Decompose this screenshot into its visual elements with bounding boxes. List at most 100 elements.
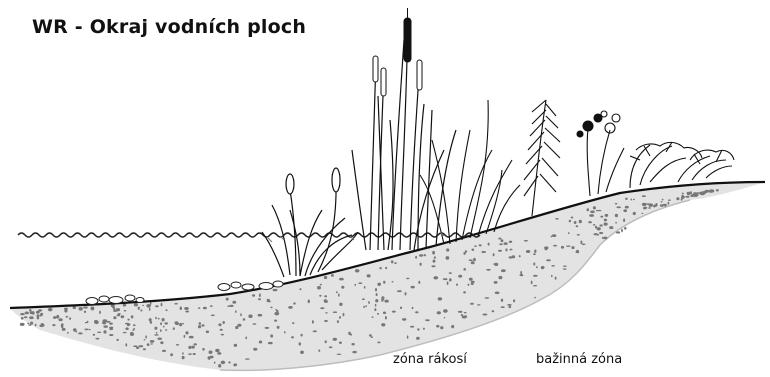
gravel-dot — [710, 191, 714, 193]
gravel-dot — [338, 294, 340, 297]
gravel-dot — [526, 250, 530, 253]
soil-body — [10, 182, 765, 370]
gravel-dot — [218, 323, 221, 326]
gravel-dot — [533, 262, 535, 265]
gravel-dot — [211, 315, 215, 317]
gravel-dot — [206, 331, 209, 334]
gravel-dot — [623, 218, 625, 222]
gravel-dot — [371, 336, 373, 338]
gravel-dot — [440, 326, 443, 329]
gravel-dot — [434, 256, 436, 258]
gravel-dot — [376, 293, 378, 296]
gravel-dot — [653, 206, 655, 208]
gravel-dot — [590, 211, 595, 214]
gravel-dot — [603, 237, 607, 240]
diagram-title: WR - Okraj vodních ploch — [32, 16, 306, 38]
gravel-dot — [337, 320, 339, 323]
gravel-dot — [469, 259, 473, 261]
gravel-dot — [464, 312, 467, 313]
gravel-dot — [352, 351, 356, 353]
gravel-dot — [324, 320, 328, 322]
gravel-dot — [411, 286, 415, 289]
gravel-dot — [470, 303, 474, 305]
gravel-dot — [615, 214, 618, 217]
gravel-dot — [355, 269, 359, 272]
gravel-dot — [235, 310, 237, 313]
gravel-dot — [182, 352, 184, 355]
gravel-dot — [116, 339, 118, 341]
gravel-dot — [90, 307, 94, 311]
gravel-dot — [381, 323, 385, 326]
gravel-dot — [646, 203, 650, 205]
gravel-dot — [509, 241, 512, 243]
gravel-dot — [78, 332, 83, 334]
gravel-dot — [437, 311, 441, 314]
gravel-dot — [351, 343, 354, 345]
gravel-dot — [444, 317, 446, 318]
gravel-dot — [324, 300, 328, 303]
gravel-dot — [56, 315, 59, 319]
gravel-dot — [199, 322, 201, 325]
gravel-dot — [425, 319, 427, 321]
gravel-dot — [599, 224, 602, 226]
gravel-dot — [291, 336, 294, 338]
gravel-dot — [113, 316, 116, 319]
gravel-dot — [165, 309, 167, 311]
gravel-dot — [615, 203, 618, 205]
gravel-dot — [252, 294, 255, 296]
gravel-dot — [398, 290, 401, 292]
gravel-dot — [84, 329, 88, 331]
gravel-dot — [650, 204, 653, 205]
gravel-dot — [615, 222, 617, 224]
gravel-dot — [471, 261, 475, 264]
gravel-dot — [498, 250, 502, 252]
gravel-dot — [240, 313, 242, 316]
gravel-dot — [504, 242, 508, 245]
gravel-dot — [512, 255, 515, 258]
gravel-dot — [320, 307, 324, 309]
gravel-dot — [217, 352, 221, 355]
gravel-dot — [40, 313, 43, 316]
gravel-dot — [513, 299, 515, 302]
gravel-dot — [149, 318, 152, 321]
gravel-dot — [319, 295, 322, 297]
gravel-dot — [419, 254, 423, 256]
gravel-dot — [69, 317, 71, 320]
gravel-dot — [501, 239, 504, 242]
gravel-dot — [27, 323, 29, 325]
gravel-dot — [37, 316, 40, 319]
gravel-dot — [223, 321, 225, 324]
gravel-dot — [552, 234, 557, 237]
gravel-dot — [383, 281, 385, 284]
gravel-dot — [509, 306, 512, 309]
gravel-dot — [189, 336, 194, 339]
gravel-dot — [134, 303, 138, 306]
gravel-dot — [362, 298, 365, 300]
gravel-dot — [140, 310, 142, 312]
gravel-dot — [21, 317, 24, 320]
gravel-dot — [593, 224, 595, 226]
gravel-dot — [468, 284, 470, 286]
gravel-dot — [221, 334, 224, 336]
gravel-dot — [234, 344, 237, 347]
gravel-dot — [329, 346, 333, 348]
gravel-dot — [20, 323, 25, 326]
gravel-dot — [161, 303, 163, 307]
gravel-dot — [29, 316, 34, 319]
gravel-dot — [385, 267, 387, 269]
gravel-dot — [121, 315, 125, 318]
gravel-dot — [446, 256, 450, 260]
gravel-dot — [320, 284, 322, 286]
gravel-dot — [253, 348, 257, 351]
gravel-dot — [616, 231, 620, 233]
gravel-dot — [493, 263, 498, 265]
gravel-dot — [232, 301, 236, 304]
gravel-dot — [102, 322, 106, 325]
gravel-dot — [142, 305, 144, 306]
gravel-dot — [237, 324, 241, 327]
gravel-dot — [53, 324, 56, 325]
gravel-dot — [284, 331, 286, 333]
gravel-dot — [150, 340, 155, 343]
gravel-dot — [463, 252, 465, 255]
gravel-dot — [479, 244, 482, 246]
